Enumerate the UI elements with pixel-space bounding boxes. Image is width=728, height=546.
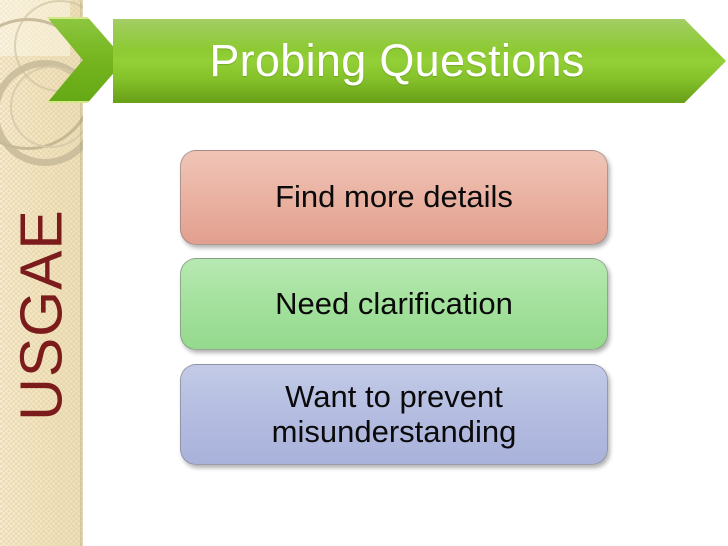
sidebar-edge-divider xyxy=(80,0,83,546)
content-box-find-more-details[interactable]: Find more details xyxy=(180,150,608,245)
content-box-label: Find more details xyxy=(275,179,513,215)
sidebar-vertical-title: USGAE xyxy=(8,209,74,421)
sidebar-arc-inner-icon xyxy=(10,66,83,148)
content-box-need-clarification[interactable]: Need clarification xyxy=(180,258,608,350)
content-box-label: Want to prevent misunderstanding xyxy=(271,378,517,449)
page-title: Probing Questions xyxy=(209,35,585,86)
sidebar-arc-thick-icon xyxy=(0,60,83,166)
content-box-want-to-prevent-misunderstanding[interactable]: Want to prevent misunderstanding xyxy=(180,364,608,465)
title-banner xyxy=(113,19,726,103)
content-box-label: Need clarification xyxy=(275,285,513,321)
